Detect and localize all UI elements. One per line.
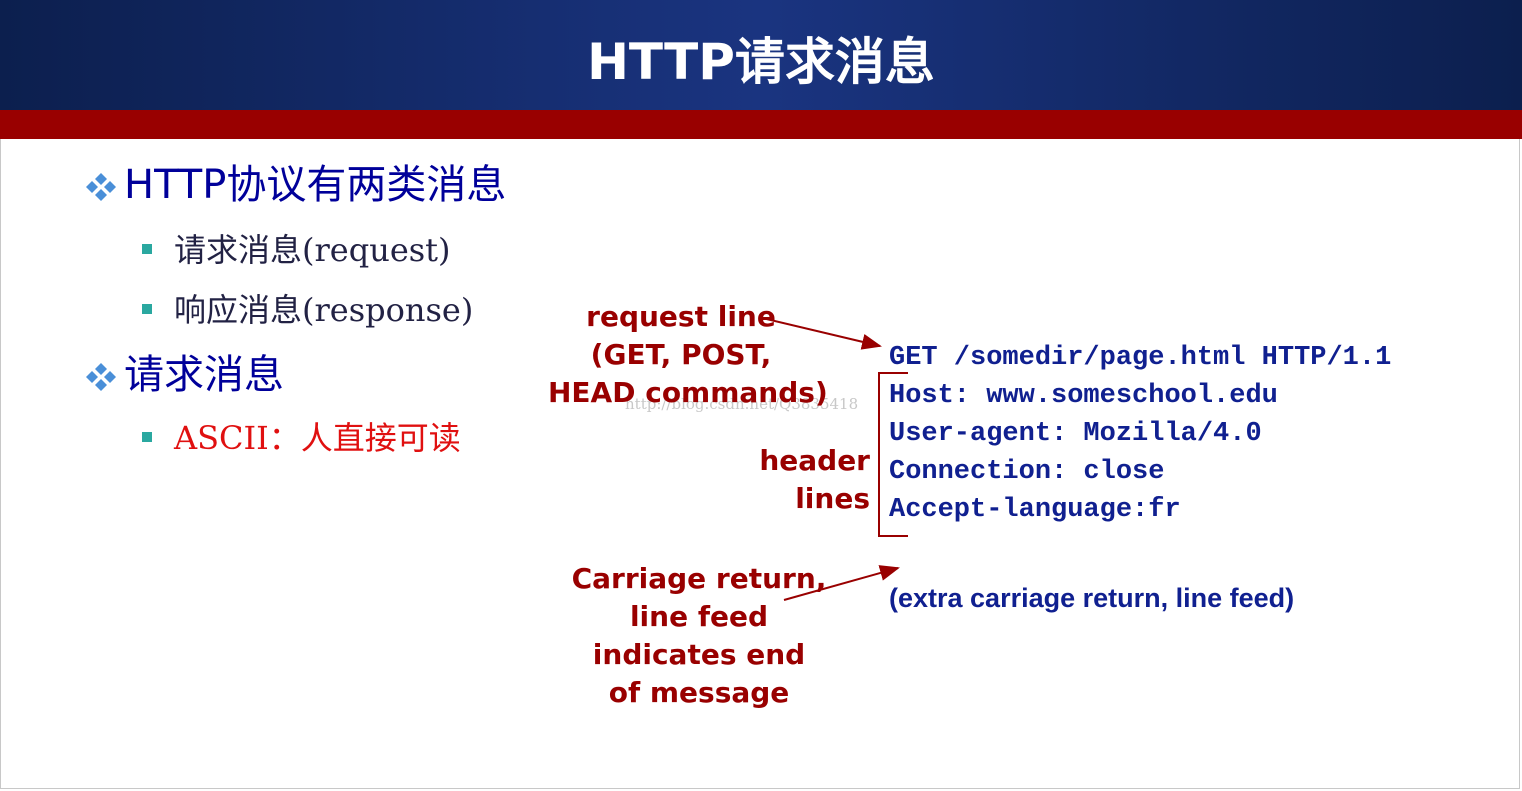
message-extra-crlf: (extra carriage return, line feed) [889,583,1295,613]
sub-bullet-label: 响应消息(response) [174,291,474,329]
sub-bullet-response: 响应消息(response) [142,291,473,329]
annotation-line: header [759,444,870,477]
message-header-line: Connection: close [889,457,1165,487]
annotation-request-line: request line (GET, POST, HEAD commands) [548,298,828,412]
sub-bullet-request: 请求消息(request) [142,231,451,269]
request-line-arrow [761,317,882,350]
square-bullet-icon [142,243,152,254]
message-header-line: User-agent: Mozilla/4.0 [889,419,1262,449]
sub-bullet-label: ASCII：人直接可读 [174,419,461,457]
crlf-arrow [783,565,900,601]
annotation-crlf: Carriage return, line feed indicates end… [563,560,835,712]
diamond-bullet-icon [84,170,118,204]
annotation-line: line feed [629,600,769,633]
bullet-request-message: 请求消息 [84,352,284,398]
sub-bullet-label: 请求消息(request) [174,231,451,269]
annotation-line: request line [586,300,776,333]
message-request-line: GET /somedir/page.html HTTP/1.1 [889,343,1392,373]
slide-title: HTTP请求消息 [587,33,935,91]
annotation-line: indicates end [592,638,806,671]
bullet-label: HTTP协议有两类消息 [124,162,507,208]
title-accent-band [0,110,1522,139]
message-header-line: Accept-language:fr [889,495,1181,525]
title-bar [0,0,1522,110]
annotation-line: (GET, POST, [590,338,772,371]
bullet-label: 请求消息 [124,352,284,398]
annotation-line: of message [608,676,790,709]
square-bullet-icon [142,303,152,314]
annotation-header-lines: header lines [758,442,870,518]
annotation-line: lines [795,482,870,515]
annotation-line: HEAD commands) [548,376,828,409]
header-lines-bracket [878,372,908,537]
square-bullet-icon [142,431,152,442]
diamond-bullet-icon [84,360,118,394]
message-header-line: Host: www.someschool.edu [889,381,1278,411]
bullet-http-messages: HTTP协议有两类消息 [84,162,506,208]
sub-bullet-ascii: ASCII：人直接可读 [142,419,461,457]
watermark: http://blog.csdn.net/Q3835418 [625,395,859,413]
annotation-line: Carriage return, [571,562,827,595]
